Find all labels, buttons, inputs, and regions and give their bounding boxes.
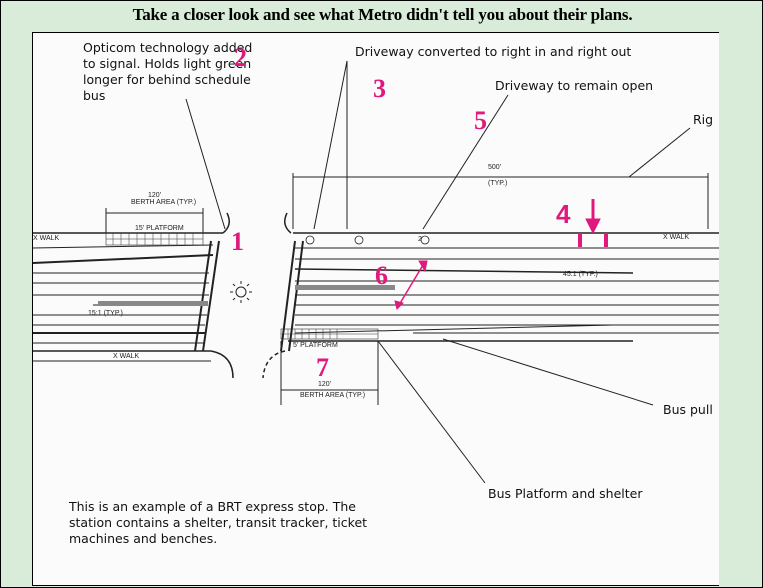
brt-description: This is an example of a BRT express stop… bbox=[69, 499, 368, 546]
walk-label-left: X WALK bbox=[33, 235, 60, 242]
leader-bus-pull bbox=[442, 338, 654, 406]
marker-3: 3 bbox=[373, 74, 386, 103]
berth-area-bottom: BERTH AREA (TYP.) bbox=[300, 392, 366, 399]
taper-label: 15:1 (TYP.) bbox=[88, 310, 123, 317]
driveway-converted-note: Driveway converted to right in and right… bbox=[355, 44, 632, 59]
marker-4: 4 bbox=[556, 199, 571, 229]
berth-dim-bottom: 120' bbox=[318, 381, 332, 388]
marker-4-bar-left bbox=[578, 233, 582, 247]
leader-driveway-open bbox=[422, 94, 509, 230]
right-note: Rig bbox=[693, 112, 714, 127]
marker-5: 5 bbox=[474, 106, 487, 135]
driveway-open-note: Driveway to remain open bbox=[495, 78, 654, 93]
berth-area-top: BERTH AREA (TYP.) bbox=[131, 199, 197, 206]
median-left bbox=[98, 301, 208, 306]
bus-pull-note: Bus pull bbox=[663, 402, 713, 417]
driveway-tag-1 bbox=[305, 235, 315, 245]
dim-typ: (TYP.) bbox=[488, 180, 508, 187]
marker-6: 6 bbox=[375, 261, 388, 290]
walk-label-right: X WALK bbox=[663, 234, 690, 241]
page-title: Take a closer look and see what Metro di… bbox=[132, 5, 633, 24]
platform-bottom-label: 5' PLATFORM bbox=[293, 342, 338, 349]
leader-driveway-1 bbox=[313, 60, 348, 230]
marker-7: 7 bbox=[316, 353, 329, 382]
dim-500: 500' bbox=[488, 164, 502, 171]
walk-label-bottom: X WALK bbox=[113, 353, 140, 360]
leader-opticom bbox=[185, 98, 226, 230]
opticom-note: Opticom technology added to signal. Hold… bbox=[83, 40, 253, 103]
driveway-tag-2 bbox=[354, 235, 364, 245]
road-plan-drawing bbox=[33, 60, 719, 484]
marker-1: 1 bbox=[231, 227, 244, 256]
median-right bbox=[295, 285, 395, 290]
leader-right bbox=[628, 127, 691, 178]
marker-2: 2 bbox=[234, 43, 247, 72]
marker-4-bar-right bbox=[604, 233, 608, 247]
driveway-tag-text: 2 bbox=[418, 236, 422, 243]
signal-icon bbox=[230, 281, 252, 303]
site-plan-sheet: 120' BERTH AREA (TYP.) 15' PLATFORM X WA… bbox=[32, 32, 719, 586]
taper-right-label: 45:1 (TYP.) bbox=[563, 271, 598, 278]
platform-top-label: 15' PLATFORM bbox=[135, 225, 184, 232]
driveway-tag-3 bbox=[420, 235, 430, 245]
berth-dim-top: 120' bbox=[148, 192, 162, 199]
bus-platform-note: Bus Platform and shelter bbox=[488, 486, 643, 501]
leader-platform bbox=[377, 340, 486, 484]
